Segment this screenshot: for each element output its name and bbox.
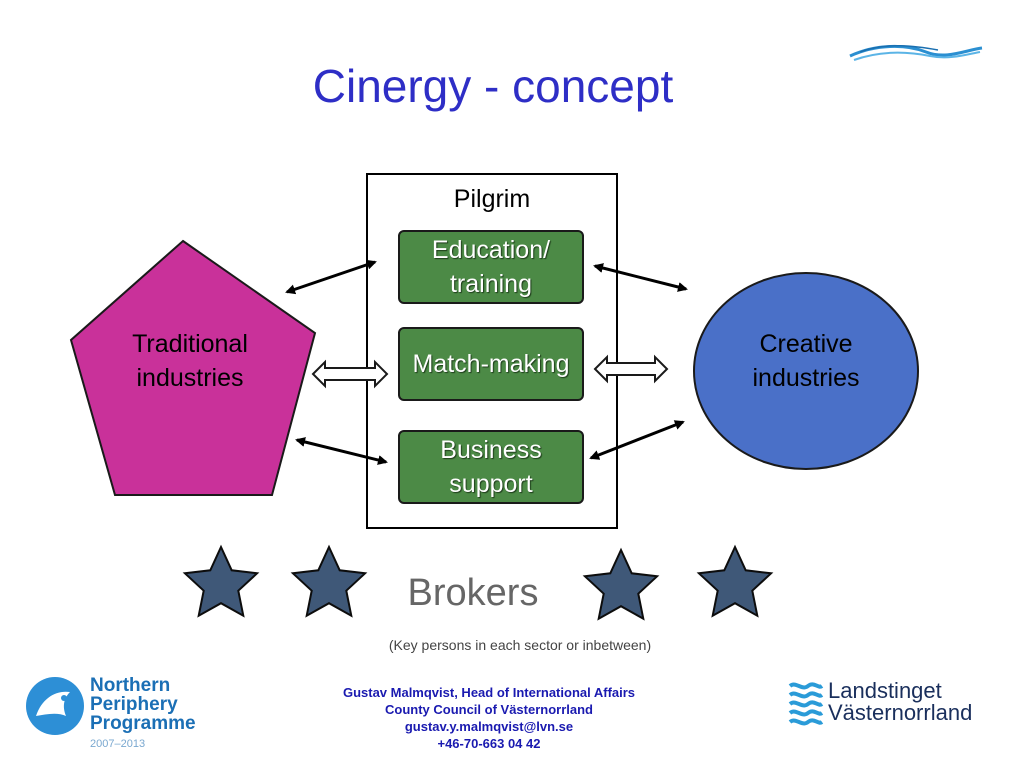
- landstinget-line2: Västernorrland: [828, 700, 973, 725]
- block-arrow-matchmaking-creative: [593, 354, 669, 384]
- npp-years: 2007–2013: [90, 738, 146, 750]
- box-label-line2: training: [449, 270, 532, 298]
- contact-email: gustav.y.malmqvist@lvn.se: [404, 719, 574, 734]
- traditional-industries-label: Traditional industries: [100, 327, 280, 395]
- block-arrow-traditional-matchmaking: [311, 359, 389, 389]
- landstinget-logo-text: Landstinget Västernorrland: [828, 680, 972, 724]
- pilgrim-label: Pilgrim: [453, 185, 531, 213]
- box-label-line1: Education/: [431, 236, 551, 264]
- star-icon: [182, 544, 260, 618]
- contact-line: Gustav Malmqvist, Head of International …: [342, 685, 636, 700]
- star-icon: [696, 544, 774, 618]
- arrow-education-creative: [593, 263, 688, 292]
- creative-line1: Creative: [759, 330, 853, 358]
- brokers-label: Brokers: [407, 572, 539, 614]
- landstinget-line1: Landstinget: [828, 678, 942, 703]
- business-support-box: Business support: [398, 430, 584, 504]
- box-label-line1: Business: [440, 436, 542, 464]
- traditional-industries-pentagon: [69, 239, 317, 496]
- contact-line: County Council of Västernorrland: [384, 702, 593, 717]
- match-making-box: Match-making: [398, 327, 584, 401]
- waves-emblem-icon: [788, 678, 824, 726]
- creative-line2: industries: [752, 364, 860, 392]
- slide-title: Cinergy - concept: [312, 60, 674, 112]
- box-label-line2: support: [449, 470, 533, 498]
- traditional-line1: Traditional: [132, 330, 248, 358]
- box-label-line1: Match-making: [412, 350, 570, 378]
- star-icon: [582, 547, 660, 621]
- contact-phone: +46-70-663 04 42: [437, 736, 541, 751]
- arrow-business-creative: [589, 420, 685, 460]
- npp-line2: Periphery: [90, 694, 178, 715]
- creative-industries-ellipse: [693, 272, 919, 470]
- npp-line3: Programme: [90, 713, 196, 734]
- npp-logo-text: Northern Periphery Programme: [90, 676, 196, 733]
- npp-line1: Northern: [90, 675, 171, 696]
- arrow-traditional-education: [285, 259, 377, 295]
- arrow-traditional-business: [295, 437, 388, 465]
- brokers-note: (Key persons in each sector or inbetween…: [388, 637, 652, 653]
- star-icon: [290, 544, 368, 618]
- creative-industries-label: Creative industries: [716, 327, 896, 395]
- contact-info: Gustav Malmqvist, Head of International …: [300, 684, 678, 752]
- education-training-box: Education/ training: [398, 230, 584, 304]
- traditional-line2: industries: [136, 364, 244, 392]
- bird-icon: [26, 677, 84, 735]
- wave-logo-icon: [849, 44, 983, 61]
